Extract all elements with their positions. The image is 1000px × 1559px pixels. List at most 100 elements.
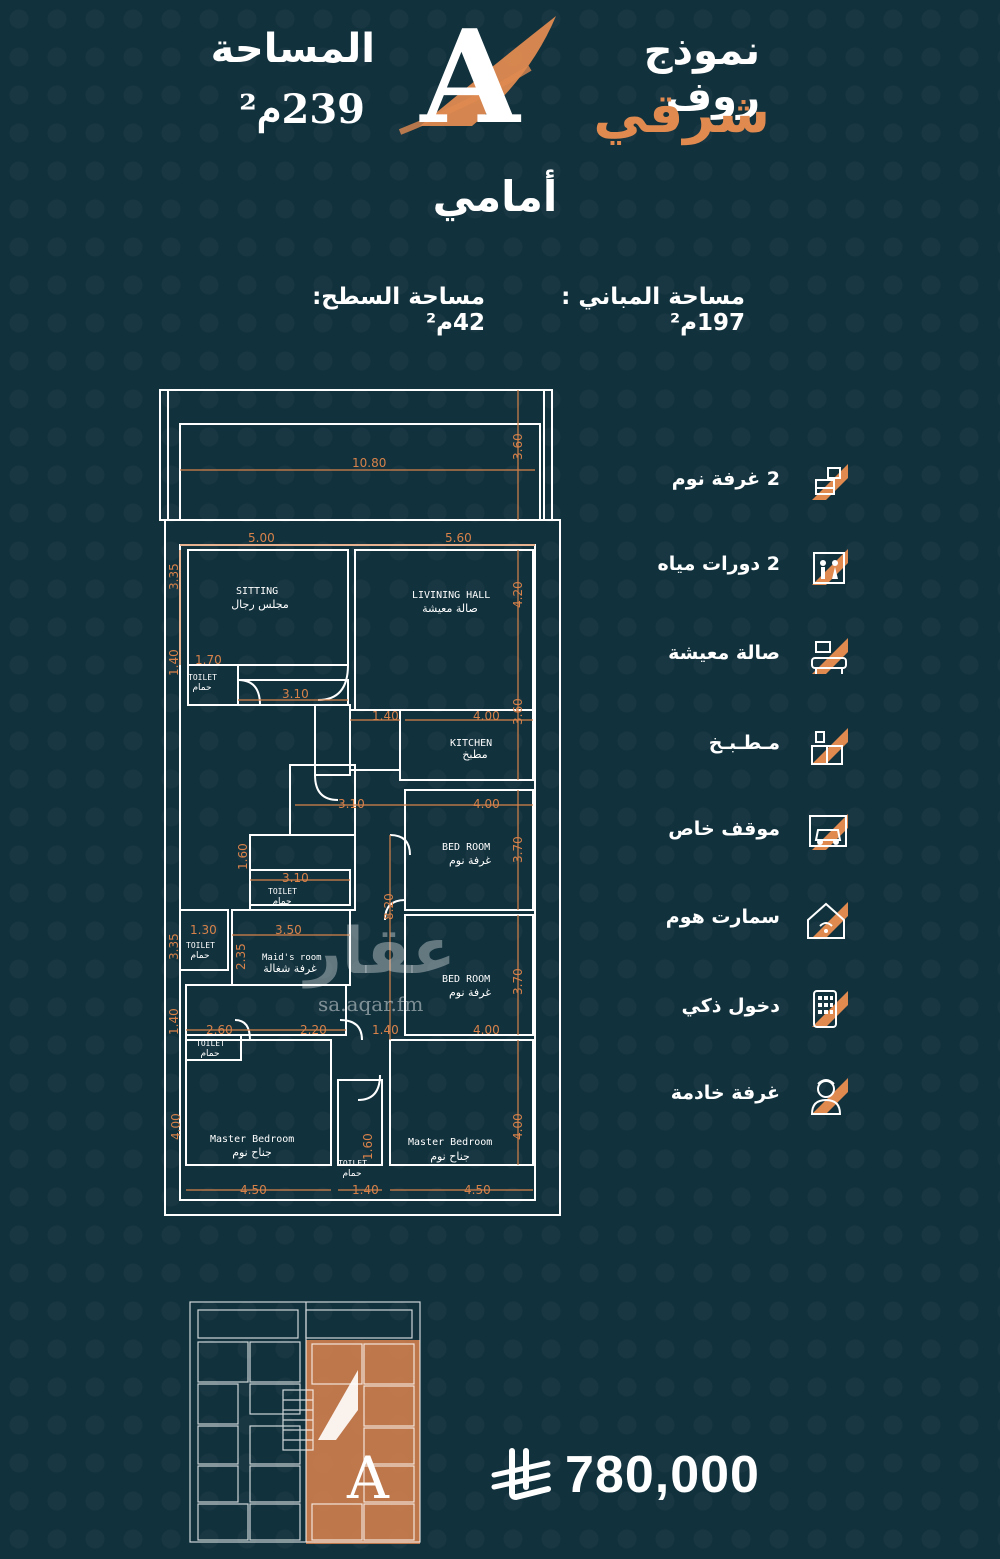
- room-kitchen-en: KITCHEN: [450, 738, 492, 749]
- dim-label: 3.10: [282, 687, 309, 701]
- feature-label: 2 دورات مياه: [657, 553, 780, 575]
- dim-label: 3.35: [167, 563, 181, 590]
- smart-entry-icon: [812, 990, 848, 1028]
- thumbnail-letter: A: [346, 1444, 390, 1512]
- room-master1-ar: جناح نوم: [232, 1146, 272, 1159]
- room-bed2-en: BED ROOM: [442, 974, 490, 985]
- dim-label: 3.35: [167, 933, 181, 960]
- dim-label: 1.70: [195, 653, 222, 667]
- feature-parking: موقف خاص: [640, 808, 860, 858]
- room-bed2-ar: غرفة نوم: [449, 986, 491, 999]
- room-bed1-en: BED ROOM: [442, 842, 490, 853]
- feature-smart-home: سمارت هوم: [640, 896, 860, 946]
- room-master2-en: Master Bedroom: [408, 1137, 492, 1148]
- dim-label: 4.00: [169, 1113, 183, 1140]
- living-room-icon: [811, 638, 848, 674]
- building-area: مساحة المباني : 197م²: [561, 284, 745, 336]
- feature-bathrooms: 2 دورات مياه: [640, 543, 860, 593]
- dim-label: 3.60: [511, 698, 525, 725]
- room-toilet3-ar: حمام: [190, 951, 209, 961]
- feature-living-room: صالة معيشة: [640, 632, 860, 682]
- area-value: 239م²: [239, 86, 365, 133]
- position-label: أمامي: [432, 172, 558, 221]
- feature-label: دخول ذكي: [681, 995, 780, 1017]
- dim-label: 1.40: [352, 1183, 379, 1197]
- room-toilet2-en: TOILET: [268, 887, 297, 896]
- wc-icon: [812, 549, 848, 585]
- dim-label: 4.00: [511, 1113, 525, 1140]
- feature-label: 2 غرفة نوم: [671, 468, 780, 490]
- feature-kitchen: مـطـبـخ: [640, 722, 860, 772]
- maid-room-icon: [810, 1078, 848, 1115]
- model-title-line2: شرقي: [593, 82, 770, 145]
- dim-label: 4.00: [473, 1023, 500, 1037]
- room-living-ar: صالة معيشة: [422, 602, 478, 615]
- room-toilet5-ar: حمام: [342, 1169, 361, 1179]
- bedroom-icon: [812, 464, 848, 500]
- room-master1-en: Master Bedroom: [210, 1134, 294, 1145]
- roof-area: مساحة السطح: 42م²: [312, 284, 485, 336]
- price-value: 780,000: [565, 1446, 760, 1504]
- feature-label: موقف خاص: [668, 818, 780, 840]
- dim-label: 2.20: [300, 1023, 327, 1037]
- floor-plan: SITTING مجلس رجال LIVINING HALL صالة معي…: [159, 389, 561, 1216]
- room-bed1-ar: غرفة نوم: [449, 854, 491, 867]
- feature-bedrooms: 2 غرفة نوم: [640, 458, 860, 508]
- feature-label: سمارت هوم: [665, 906, 780, 928]
- riyal-icon: [491, 1448, 551, 1501]
- room-sitting-ar: مجلس رجال: [231, 598, 289, 611]
- feature-label: غرفة خادمة: [670, 1082, 780, 1104]
- dim-label: 2.60: [206, 1023, 233, 1037]
- dim-label: 3.10: [282, 871, 309, 885]
- dim-label: 3.50: [275, 923, 302, 937]
- dim-label: 2.35: [234, 943, 248, 970]
- room-living-en: LIVINING HALL: [412, 590, 490, 601]
- dim-label: 3.70: [511, 836, 525, 863]
- room-maid-ar: غرفة شغالة: [263, 962, 317, 975]
- dim-label: 1.40: [372, 709, 399, 723]
- watermark-url: sa.aqar.fm: [318, 992, 424, 1016]
- room-maid-en: Maid's room: [262, 953, 322, 963]
- room-toilet1-en: TOILET: [188, 673, 217, 682]
- room-toilet3-en: TOILET: [186, 941, 215, 950]
- dim-label: 4.00: [473, 709, 500, 723]
- model-letter: A: [420, 3, 520, 153]
- unit-location-thumbnail: A: [189, 1301, 421, 1544]
- dim-label: 1.60: [236, 843, 250, 870]
- model-title-line1: نموذج روف: [643, 28, 760, 120]
- room-kitchen-ar: مطبخ: [462, 748, 487, 761]
- dim-label: 8.20: [382, 893, 396, 920]
- model-letter-swoosh: [398, 16, 556, 135]
- dim-label: 1.40: [167, 649, 181, 676]
- room-toilet4-ar: حمام: [200, 1049, 219, 1059]
- room-toilet2-ar: حمام: [272, 897, 291, 907]
- room-master2-ar: جناح نوم: [430, 1150, 470, 1163]
- room-sitting-en: SITTING: [236, 586, 278, 597]
- dim-label: 4.20: [511, 581, 525, 608]
- dim-label: 1.30: [190, 923, 217, 937]
- room-toilet1-ar: حمام: [192, 683, 211, 693]
- dim-label: 1.40: [372, 1023, 399, 1037]
- room-toilet4-en: TOILET: [196, 1039, 225, 1048]
- feature-smart-entry: دخول ذكي: [640, 985, 860, 1035]
- smart-home-icon: [807, 902, 848, 939]
- dim-label: 1.40: [167, 1008, 181, 1035]
- dim-label: 10.80: [352, 456, 386, 470]
- dim-label: 4.50: [240, 1183, 267, 1197]
- dim-label: 4.50: [464, 1183, 491, 1197]
- parking-icon: [809, 814, 848, 850]
- dim-label: 3.70: [511, 968, 525, 995]
- dim-label: 3.10: [338, 797, 365, 811]
- dim-label: 5.60: [445, 531, 472, 545]
- kitchen-icon: [811, 728, 848, 765]
- room-toilet5-en: TOILET: [338, 1159, 367, 1168]
- feature-label: مـطـبـخ: [708, 732, 780, 754]
- dim-label: 4.00: [473, 797, 500, 811]
- feature-maid-room: غرفة خادمة: [640, 1072, 860, 1122]
- feature-label: صالة معيشة: [668, 642, 780, 664]
- dim-label: 1.60: [361, 1133, 375, 1160]
- dim-label: 5.00: [248, 531, 275, 545]
- watermark-brand: عقار: [305, 915, 456, 989]
- area-label: المساحة: [210, 26, 375, 72]
- dim-label: 3.60: [511, 433, 525, 460]
